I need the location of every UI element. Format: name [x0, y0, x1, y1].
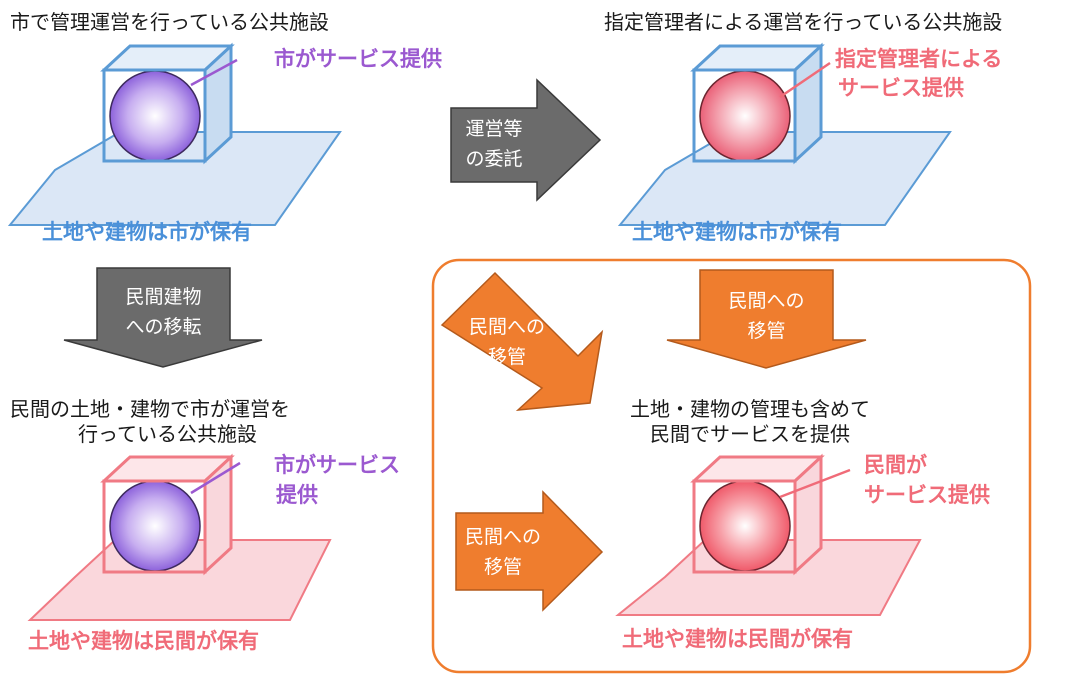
- transfer-top-arrow: [666, 269, 867, 369]
- panel-heading-private-operated-line1: 土地・建物の管理も含めて: [630, 397, 870, 421]
- relocation-arrow: [63, 267, 263, 368]
- relocation-arrow-label-line1: 民間建物: [125, 286, 202, 308]
- scene-private-operated: [615, 453, 922, 616]
- service-label-city: 市がサービス提供: [274, 47, 442, 71]
- service-sphere: [699, 480, 791, 572]
- service-label-private-line1: 民間が: [864, 453, 927, 477]
- outsourcing-arrow: [450, 78, 602, 202]
- transfer-top-arrow-label: 民間への 移管: [700, 286, 833, 347]
- callout-line: [779, 468, 851, 499]
- service-sphere: [109, 480, 201, 572]
- callout-line: [190, 58, 238, 87]
- service-sphere: [109, 70, 201, 162]
- service-sphere: [699, 70, 791, 162]
- outsourcing-arrow-label-line1: 運営等: [465, 118, 523, 140]
- transfer-diagonal-arrow: [440, 271, 604, 411]
- scene-private-building-city-operated: [27, 453, 332, 621]
- land-plane: [7, 131, 342, 226]
- service-label-designated-manager-line2: サービス提供: [838, 76, 964, 100]
- relocation-arrow-label-line2: への移転: [125, 316, 202, 339]
- building-front: [102, 479, 207, 574]
- transfer-diagonal-arrow-label: 民間への 移管: [452, 312, 562, 373]
- service-label-designated-manager-line1: 指定管理者による: [835, 47, 1003, 71]
- private-transfer-area: [431, 258, 1032, 674]
- panel-heading-private-building-line1: 民間の土地・建物で市が運営を: [10, 397, 290, 421]
- outsourcing-arrow-label-line2: の委託: [465, 148, 523, 171]
- outsourcing-arrow-label: 運営等 の委託: [451, 114, 537, 175]
- transfer-left-arrow-label: 民間への 移管: [458, 522, 548, 583]
- service-label-private-line2: サービス提供: [864, 483, 990, 507]
- ownership-label-private-operated: 土地や建物は民間が保有: [622, 627, 853, 651]
- panel-heading-designated-manager: 指定管理者による運営を行っている公共施設: [604, 10, 1003, 34]
- ownership-label-private-building: 土地や建物は民間が保有: [28, 629, 259, 653]
- panel-heading-private-operated-line2: 民間でサービスを提供: [650, 422, 850, 446]
- transfer-top-arrow-label-line2: 移管: [747, 320, 786, 343]
- service-label-city-line2: 提供: [276, 483, 318, 507]
- ownership-label-designated-manager: 土地や建物は市が保有: [632, 220, 842, 244]
- transfer-top-arrow-label-line1: 民間への: [728, 290, 805, 312]
- relocation-arrow-label: 民間建物 への移転: [97, 282, 230, 343]
- building-front: [102, 68, 207, 163]
- transfer-left-arrow-label-line2: 移管: [483, 556, 522, 579]
- callout-line: [190, 461, 241, 495]
- transfer-left-arrow: [455, 490, 604, 612]
- scene-designated-manager: [617, 42, 952, 226]
- building-front: [692, 479, 797, 574]
- panel-heading-private-building-line2: 行っている公共施設: [78, 422, 257, 446]
- service-label-city-line1: 市がサービス: [274, 453, 400, 477]
- transfer-diagonal-arrow-label-line1: 民間への: [468, 316, 545, 338]
- building-front: [692, 68, 797, 163]
- ownership-label-city: 土地や建物は市が保有: [42, 220, 252, 244]
- land-plane: [617, 131, 952, 226]
- transfer-diagonal-arrow-label-line2: 移管: [487, 346, 526, 369]
- transfer-left-arrow-label-line1: 民間への: [464, 526, 541, 548]
- callout-line: [779, 61, 831, 99]
- panel-heading-city-operated: 市で管理運営を行っている公共施設: [10, 10, 329, 34]
- scene-city-operated: [7, 42, 342, 226]
